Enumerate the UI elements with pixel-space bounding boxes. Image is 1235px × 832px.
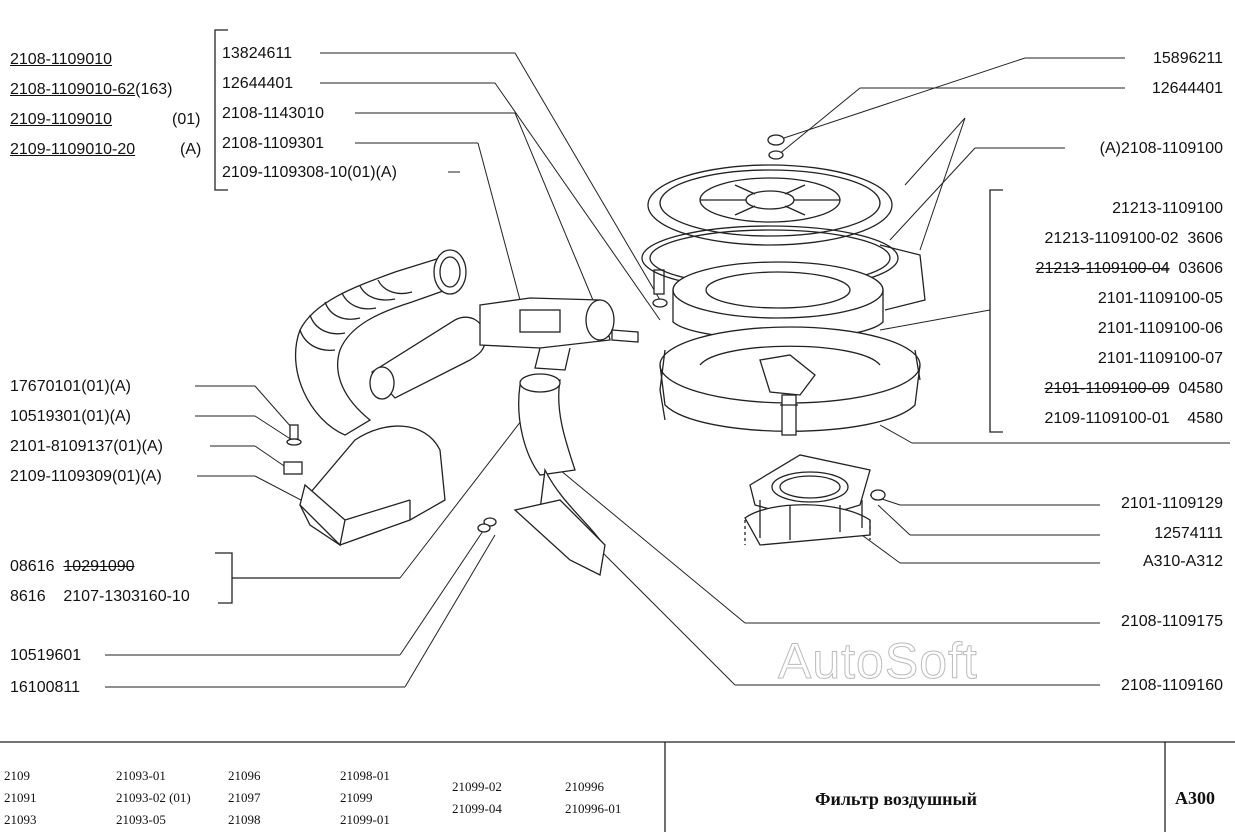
sheet-title: Фильтр воздушный	[815, 789, 977, 809]
model-2: 21091	[4, 790, 37, 805]
label-right-2-part: 21213-1109100-02	[1044, 230, 1179, 247]
leader-lines	[105, 52, 1230, 688]
model-11: 21099	[340, 790, 373, 805]
label-right-8-suffix: 4580	[1187, 410, 1223, 427]
label-bracket-1-b: 10291090	[63, 558, 135, 575]
label-left-4: 2109-1109010-20	[10, 141, 136, 158]
label-right-bottom-4: 2108-1109175	[1120, 613, 1223, 630]
sheet-code: A300	[1175, 788, 1215, 808]
label-right-3: 21213-1109100-04 03606	[1036, 260, 1223, 278]
label-right-8-part: 2109-1109100-01	[1044, 410, 1170, 427]
label-top-right-2: 12644401	[1151, 80, 1223, 97]
label-left-2: 2108-1109010-62(163)	[10, 81, 173, 99]
model-8: 21097	[228, 790, 261, 805]
label-top-5: 2109-1109308-10(01)(A)	[222, 164, 397, 181]
title-block-lines	[0, 741, 1235, 832]
label-right-3-suffix: 03606	[1178, 260, 1224, 277]
label-right-3-part: 21213-1109100-04	[1035, 260, 1170, 277]
label-right-7: 2101-1109100-09 04580	[1044, 380, 1223, 398]
model-14: 21099-04	[452, 801, 502, 816]
label-bracket-2-b: 2107-1303160-10	[63, 588, 190, 605]
model-7: 21096	[228, 768, 261, 783]
label-left-mid-1: 17670101(01)(A)	[10, 378, 131, 395]
label-right-6: 2101-1109100-07	[1097, 350, 1223, 367]
label-bracket-2: 8616 2107-1303160-10	[10, 588, 190, 606]
label-right-4: 2101-1109100-05	[1097, 290, 1223, 307]
flange-gasket	[744, 454, 886, 546]
model-3: 21093	[4, 812, 37, 827]
label-top-right-1: 15896211	[1153, 50, 1223, 67]
model-1: 2109	[4, 768, 30, 783]
label-left-2-suffix: (163)	[135, 81, 173, 98]
label-left-bottom-1: 10519601	[10, 647, 82, 664]
label-left-mid-4: 2109-1109309(01)(A)	[10, 468, 162, 485]
model-15: 210996	[565, 779, 604, 794]
label-right-2-suffix: 3606	[1187, 230, 1223, 247]
model-16: 210996-01	[565, 801, 622, 816]
label-left-1: 2108-1109010	[10, 51, 113, 68]
label-right-1: 21213-1109100	[1112, 200, 1223, 217]
label-bracket-1-a: 08616	[10, 558, 55, 575]
model-10: 21098-01	[340, 768, 390, 783]
label-top-2: 12644401	[222, 75, 294, 92]
thermal-valve	[479, 297, 639, 371]
label-right-bottom-1: 2101-1109129	[1120, 495, 1223, 512]
filter-housing	[641, 164, 926, 436]
label-top-right-3: (A)2108-1109100	[1099, 140, 1223, 157]
intake-hose	[295, 249, 467, 436]
model-5: 21093-02 (01)	[116, 790, 191, 805]
model-12: 21099-01	[340, 812, 390, 827]
label-left-3: 2109-1109010	[10, 111, 113, 128]
label-left-bottom-2: 16100811	[10, 679, 80, 696]
label-right-7-suffix: 04580	[1178, 380, 1224, 397]
label-top-1: 13824611	[222, 45, 292, 62]
model-6: 21093-05	[116, 812, 166, 827]
label-right-bottom-5: 2108-1109160	[1120, 677, 1223, 694]
label-left-mid-2: 10519301(01)(A)	[10, 408, 131, 425]
label-top-3: 2108-1143010	[222, 105, 325, 122]
label-right-5: 2101-1109100-06	[1097, 320, 1223, 337]
label-left-4-suffix: (A)	[180, 141, 202, 158]
model-13: 21099-02	[452, 779, 502, 794]
model-9: 21098	[228, 812, 261, 827]
label-top-4: 2108-1109301	[222, 135, 325, 152]
model-4: 21093-01	[116, 768, 166, 783]
watermark: AutoSoft	[778, 633, 978, 690]
label-left-3-suffix: (01)	[172, 111, 201, 128]
resonator-pipe	[369, 316, 486, 400]
label-left-2-part: 2108-1109010-62	[10, 81, 136, 98]
label-right-bottom-2: 12574111	[1154, 525, 1223, 542]
label-right-2: 21213-1109100-02 3606	[1044, 230, 1223, 248]
label-right-bottom-3: A310-A312	[1142, 553, 1223, 570]
label-bracket-2-a: 8616	[10, 588, 46, 605]
label-right-8: 2109-1109100-01 4580	[1044, 410, 1223, 428]
intake-duct	[299, 425, 446, 547]
small-hardware	[283, 134, 785, 533]
label-right-7-part: 2101-1109100-09	[1044, 380, 1170, 397]
bracket-lines	[214, 29, 1003, 604]
hot-air-pipe	[513, 373, 606, 576]
label-bracket-1: 08616 10291090	[10, 558, 135, 576]
label-left-mid-3: 2101-8109137(01)(A)	[10, 438, 163, 455]
